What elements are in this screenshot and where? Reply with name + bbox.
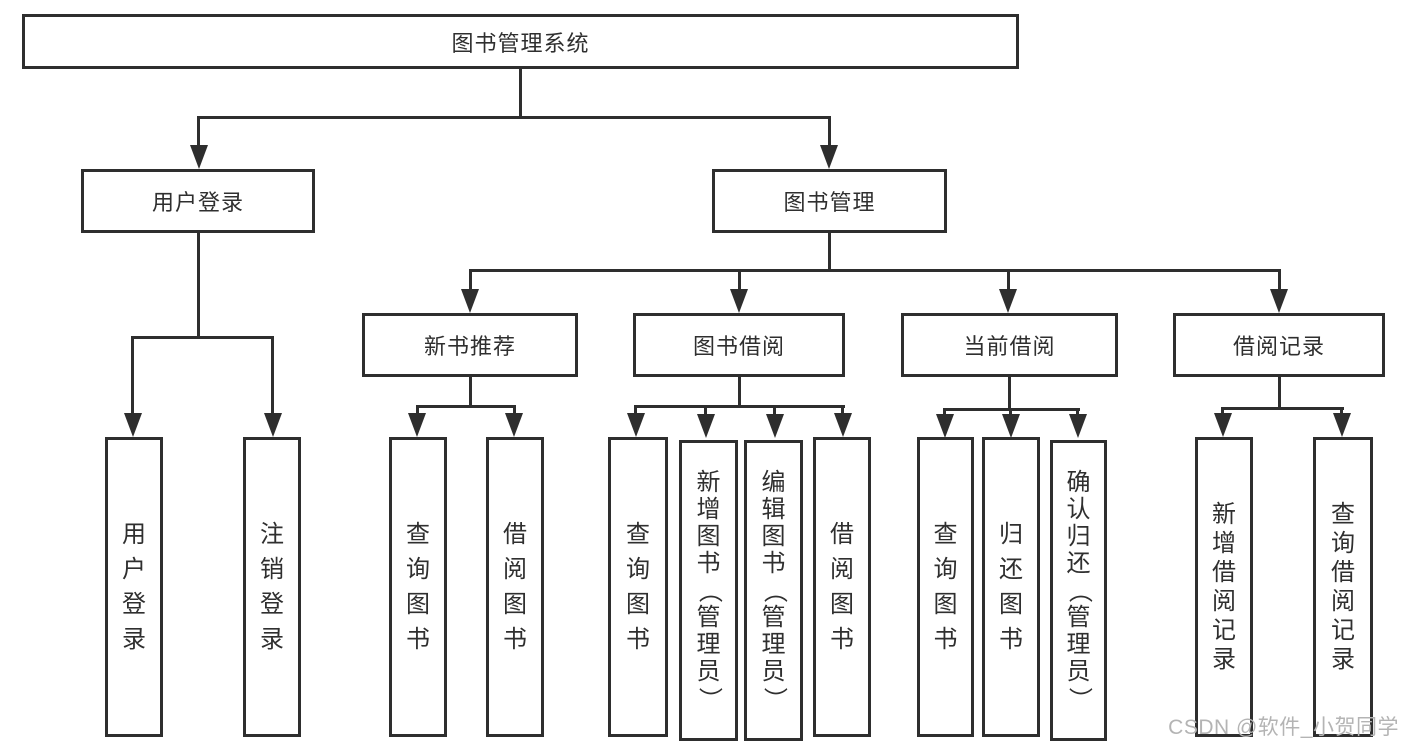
connector-line xyxy=(469,377,472,407)
arrowhead-icon xyxy=(1069,414,1087,438)
connector-line xyxy=(271,336,274,413)
node-label: 查询图书 xyxy=(406,520,430,653)
arrowhead-icon xyxy=(190,145,208,169)
arrowhead-icon xyxy=(505,413,523,437)
arrowhead-icon xyxy=(999,289,1017,313)
connector-line xyxy=(1278,377,1281,409)
arrowhead-icon xyxy=(1333,413,1351,437)
connector-line xyxy=(828,116,831,148)
connector-line xyxy=(634,405,845,408)
node-label: 新书推荐 xyxy=(423,334,516,359)
arrowhead-icon xyxy=(834,413,852,437)
connector-line xyxy=(828,233,831,271)
arrowhead-icon xyxy=(1002,414,1020,438)
node-label: 注销登录 xyxy=(260,520,284,653)
leaf-user-login: 用户登录 xyxy=(105,437,163,737)
connector-line xyxy=(469,269,1281,272)
arrowhead-icon xyxy=(124,413,142,437)
arrowhead-icon xyxy=(1270,289,1288,313)
node-library-management-system: 图书管理系统 xyxy=(22,14,1019,69)
leaf-query-books-borrowing: 查询图书 xyxy=(608,437,668,737)
leaf-borrow-books-recommend: 借阅图书 xyxy=(486,437,544,737)
node-current-borrowing: 当前借阅 xyxy=(901,313,1118,377)
connector-line xyxy=(469,269,472,291)
arrowhead-icon xyxy=(461,289,479,313)
node-label: 图书管理 xyxy=(783,190,876,215)
connector-line xyxy=(197,233,200,339)
leaf-add-book-admin: 新增图书（管理员） xyxy=(679,440,738,741)
leaf-query-books-recommend: 查询图书 xyxy=(389,437,447,737)
node-label: 图书管理系统 xyxy=(451,30,590,56)
connector-line xyxy=(1340,407,1343,415)
arrowhead-icon xyxy=(936,414,954,438)
connector-line xyxy=(704,405,707,417)
arrowhead-icon xyxy=(627,413,645,437)
node-label: 用户登录 xyxy=(122,520,146,653)
leaf-return-books: 归还图书 xyxy=(982,437,1040,737)
leaf-query-books-current: 查询图书 xyxy=(917,437,974,737)
node-label: 查询借阅记录 xyxy=(1331,500,1355,673)
arrowhead-icon xyxy=(264,413,282,437)
node-label: 查询图书 xyxy=(626,520,650,653)
node-book-management: 图书管理 xyxy=(712,169,947,233)
node-label: 归还图书 xyxy=(999,520,1023,653)
node-label: 当前借阅 xyxy=(963,334,1056,359)
connector-line xyxy=(1278,269,1281,291)
leaf-query-borrow-record: 查询借阅记录 xyxy=(1313,437,1373,737)
arrowhead-icon xyxy=(697,414,715,438)
connector-line xyxy=(1221,407,1344,410)
connector-line xyxy=(197,116,200,148)
arrowhead-icon xyxy=(1214,413,1232,437)
connector-line xyxy=(738,377,741,407)
leaf-edit-book-admin: 编辑图书（管理员） xyxy=(744,440,803,741)
connector-line xyxy=(197,116,831,119)
arrowhead-icon xyxy=(766,414,784,438)
node-label: 新增借阅记录 xyxy=(1212,500,1236,673)
leaf-logout: 注销登录 xyxy=(243,437,301,737)
connector-line xyxy=(131,336,274,339)
connector-line xyxy=(1009,408,1012,416)
connector-line xyxy=(131,336,134,413)
connector-line xyxy=(1076,408,1079,416)
connector-line xyxy=(773,405,776,417)
node-new-book-recommendation: 新书推荐 xyxy=(362,313,578,377)
node-label: 图书借阅 xyxy=(692,334,785,359)
arrowhead-icon xyxy=(730,289,748,313)
node-label: 查询图书 xyxy=(933,520,958,653)
node-borrowing-records: 借阅记录 xyxy=(1173,313,1385,377)
node-label: 确认归还（管理员） xyxy=(1065,468,1093,711)
node-label: 借阅记录 xyxy=(1232,334,1325,359)
leaf-borrow-books-borrowing: 借阅图书 xyxy=(813,437,871,737)
connector-line xyxy=(416,405,419,417)
leaf-confirm-return-admin: 确认归还（管理员） xyxy=(1050,440,1107,741)
connector-line xyxy=(513,405,516,417)
connector-line xyxy=(1221,407,1224,415)
connector-line xyxy=(1007,269,1010,291)
node-label: 借阅图书 xyxy=(503,520,527,653)
connector-line xyxy=(416,405,516,408)
node-book-borrowing: 图书借阅 xyxy=(633,313,845,377)
connector-line xyxy=(841,405,844,417)
node-user-login: 用户登录 xyxy=(81,169,315,233)
connector-line xyxy=(1008,377,1011,410)
leaf-add-borrow-record: 新增借阅记录 xyxy=(1195,437,1253,737)
node-label: 借阅图书 xyxy=(830,520,854,653)
node-label: 新增图书（管理员） xyxy=(695,468,723,711)
connector-line xyxy=(519,69,522,117)
node-label: 编辑图书（管理员） xyxy=(760,468,788,711)
connector-line xyxy=(634,405,637,417)
csdn-watermark: CSDN @软件_小贺同学 xyxy=(1168,716,1399,739)
connector-line xyxy=(738,269,741,291)
arrowhead-icon xyxy=(408,413,426,437)
arrowhead-icon xyxy=(820,145,838,169)
node-label: 用户登录 xyxy=(151,190,244,215)
connector-line xyxy=(943,408,946,416)
